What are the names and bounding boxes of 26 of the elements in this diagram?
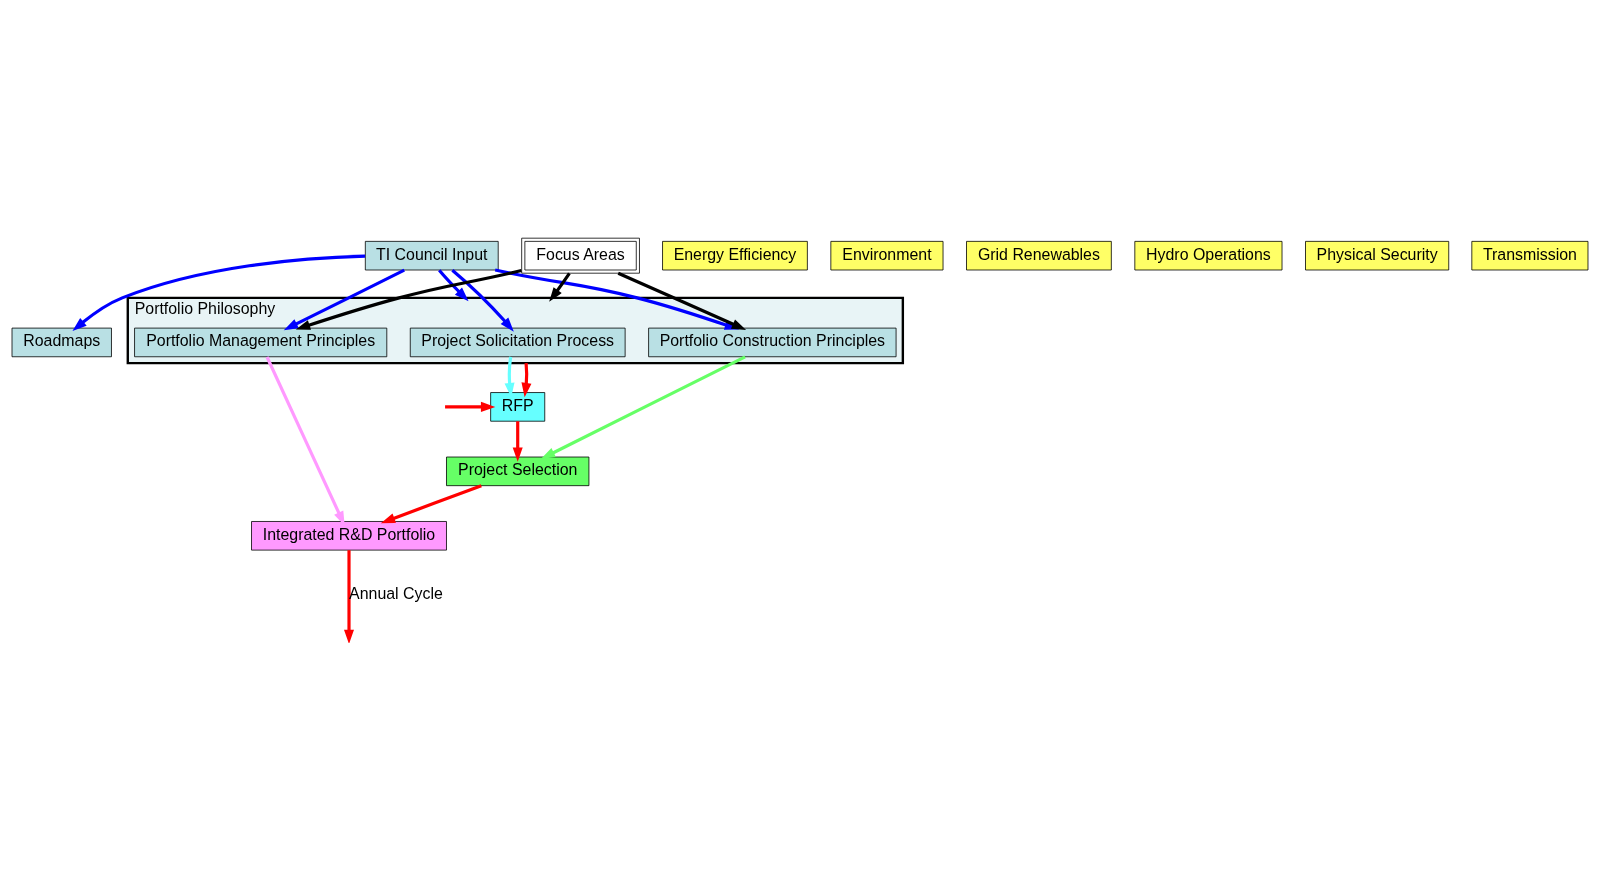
arrow xyxy=(540,355,746,459)
arrow xyxy=(295,268,522,330)
node-box: Grid Renewables xyxy=(966,240,1112,271)
node-box: TI Council Input xyxy=(364,240,499,271)
node-box: Portfolio Management Principles xyxy=(134,327,388,358)
arrow xyxy=(72,254,366,332)
arrow xyxy=(451,268,514,332)
arrow xyxy=(283,268,405,331)
arrow xyxy=(512,421,523,462)
node-box: Hydro Operations xyxy=(1134,240,1283,271)
arrow xyxy=(438,269,469,302)
node-box: RFP xyxy=(490,392,546,422)
node-box: Project Selection xyxy=(446,456,590,487)
node-box: Physical Security xyxy=(1305,240,1450,271)
node-box: Integrated R&D Portfolio xyxy=(251,521,447,551)
arrow xyxy=(445,401,496,412)
arrow xyxy=(343,550,355,643)
arrow xyxy=(549,272,571,302)
node-box: Roadmaps xyxy=(11,327,112,358)
arrow xyxy=(521,363,532,398)
arrow xyxy=(380,484,482,524)
node-box: Transmission xyxy=(1471,240,1589,271)
node-box: Energy Efficiency xyxy=(662,240,808,271)
node-box: Project Solicitation Process xyxy=(409,327,626,358)
node-box: Portfolio Construction Principles xyxy=(648,327,897,358)
node-box: Environment xyxy=(830,240,944,271)
